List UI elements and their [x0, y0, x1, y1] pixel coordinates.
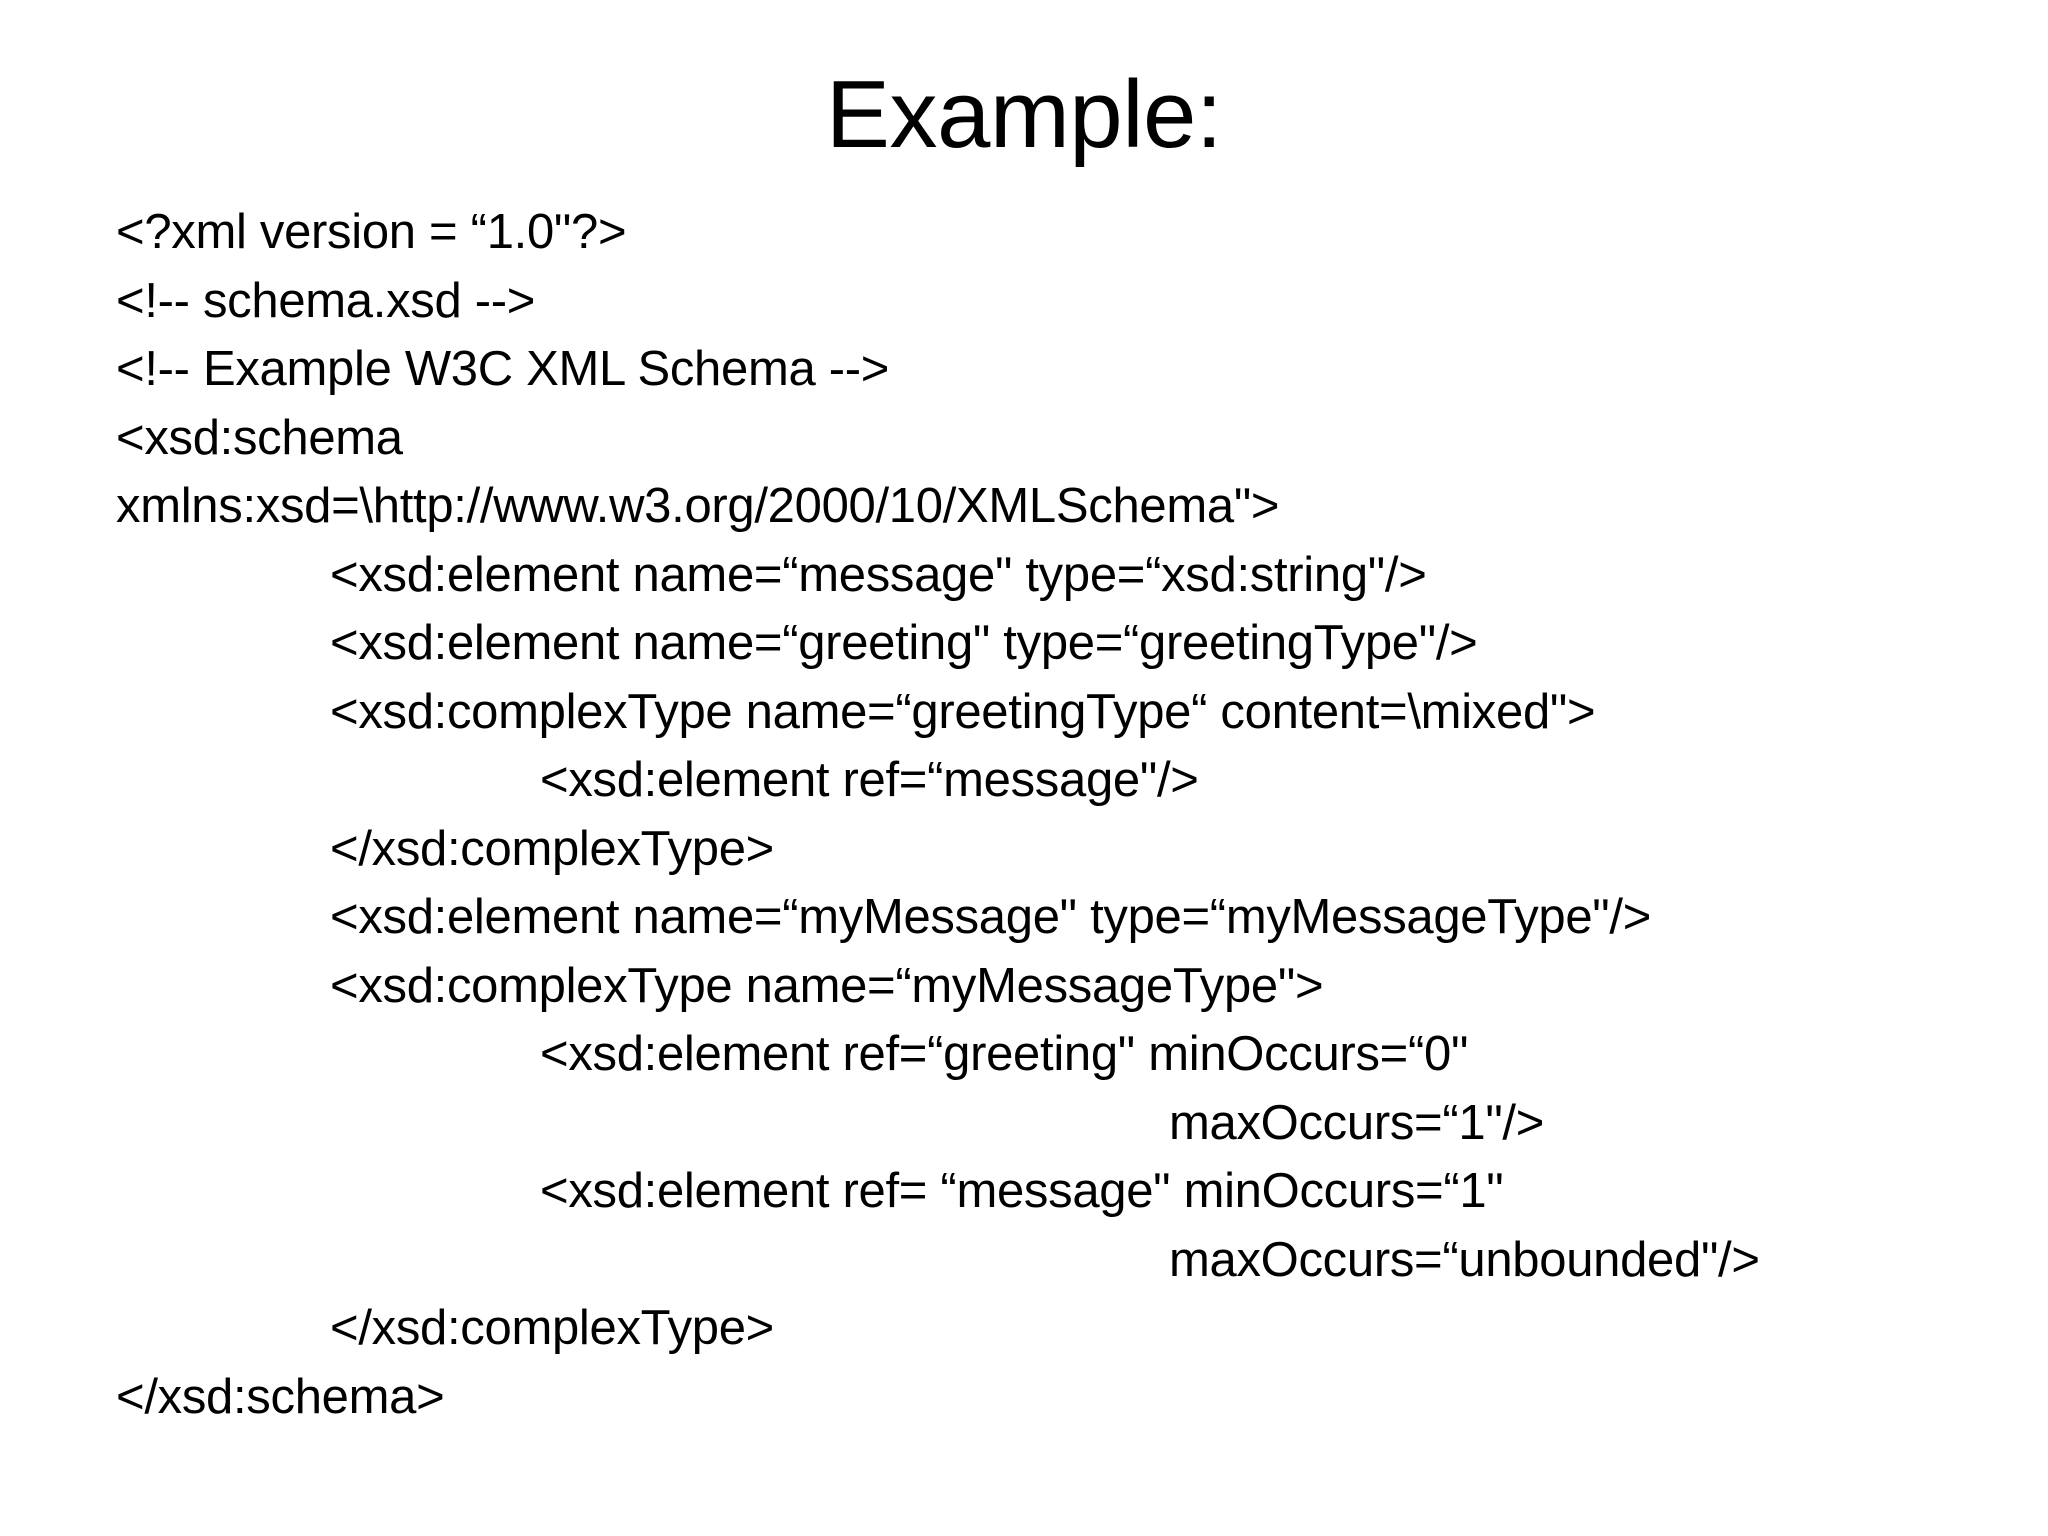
code-line: <xsd:element ref= “message" minOccurs=“1…: [540, 1164, 1504, 1218]
code-line: <?xml version = “1.0"?>: [116, 205, 627, 259]
code-line-continuation: maxOccurs=“unbounded"/>: [1169, 1232, 1760, 1287]
code-line: <xsd:element name=“message" type=“xsd:st…: [330, 547, 1427, 602]
code-line: </xsd:complexType>: [330, 1301, 774, 1355]
code-line: <xsd:element ref=“message"/>: [540, 753, 1199, 807]
code-line: xmlns:xsd=\http://www.w3.org/2000/10/XML…: [116, 479, 1280, 533]
page-title: Example:: [825, 61, 1223, 168]
code-line: <xsd:element name=“myMessage" type=“myMe…: [330, 890, 1652, 944]
code-line: <xsd:complexType name=“greetingType“ con…: [330, 684, 1596, 739]
code-line: <xsd:element ref=“greeting" minOccurs=“0…: [540, 1027, 1469, 1081]
code-block: <?xml version = “1.0"?> <!-- schema.xsd …: [116, 198, 1996, 1431]
code-line: <xsd:complexType name=“myMessageType">: [330, 958, 1324, 1013]
code-line: <xsd:schema: [116, 410, 403, 465]
code-line: </xsd:complexType>: [330, 821, 774, 876]
code-line: <xsd:element name=“greeting" type=“greet…: [330, 616, 1478, 670]
code-line: </xsd:schema>: [116, 1369, 445, 1424]
code-line: <!-- schema.xsd -->: [116, 273, 536, 328]
code-line-continuation: maxOccurs=“1"/>: [1169, 1095, 1545, 1150]
code-line: <!-- Example W3C XML Schema -->: [116, 342, 890, 396]
